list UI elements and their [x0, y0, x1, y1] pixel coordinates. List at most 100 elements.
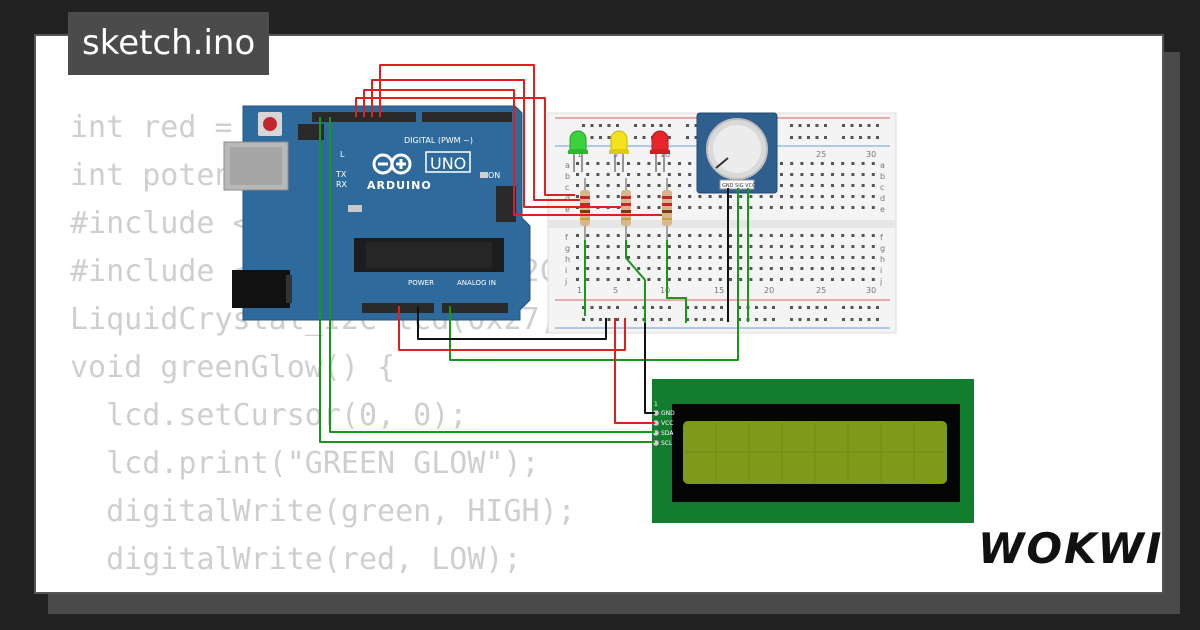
breadboard-hole — [815, 124, 819, 127]
breadboard-hole — [861, 195, 865, 198]
breadboard-hole — [738, 318, 741, 321]
breadboard-hole — [861, 267, 865, 270]
breadboard-hole — [657, 267, 661, 270]
row-letter: g — [565, 244, 570, 253]
breadboard-hole — [668, 124, 671, 127]
lcd-module[interactable]: 1 GND VCC SDA SCL — [652, 379, 974, 523]
breadboard-hole — [820, 195, 824, 198]
breadboard-hole — [678, 245, 681, 248]
lcd-pin1-label: 1 — [654, 401, 658, 408]
breadboard-hole — [780, 234, 783, 237]
breadboard-hole — [841, 278, 845, 281]
breadboard-hole — [790, 245, 794, 248]
breadboard-hole — [616, 318, 619, 321]
breadboard-hole — [861, 162, 865, 165]
breadboard-hole — [780, 245, 783, 248]
wire-red-pin12[interactable] — [371, 79, 621, 208]
breadboard-hole — [678, 256, 681, 259]
reset-button-cap[interactable] — [263, 117, 277, 131]
resistor-3[interactable] — [662, 178, 672, 240]
wire-black-lcd-gnd[interactable] — [644, 323, 655, 414]
wire-red-pin13[interactable] — [379, 64, 580, 201]
breadboard-hole — [798, 318, 802, 321]
breadboard-hole — [859, 124, 862, 127]
breadboard-hole — [769, 267, 773, 270]
breadboard-hole — [606, 173, 610, 176]
breadboard-hole — [810, 162, 814, 165]
breadboard-hole — [678, 234, 681, 237]
breadboard-hole — [596, 245, 600, 248]
wire-red-pin10[interactable] — [355, 97, 575, 196]
wire-green-led2[interactable] — [625, 240, 646, 323]
breadboard-hole — [780, 267, 783, 270]
breadboard-hole — [815, 318, 819, 321]
breadboard-hole — [841, 184, 845, 187]
breadboard-hole — [718, 245, 722, 248]
breadboard-hole — [576, 184, 579, 187]
breadboard-hole — [831, 234, 834, 237]
breadboard-hole — [831, 245, 834, 248]
potentiometer[interactable]: GND SIG VCC — [696, 112, 778, 194]
breadboard-hole — [659, 124, 663, 127]
breadboard-hole — [831, 184, 834, 187]
breadboard-hole — [820, 245, 824, 248]
code-line: digitalWrite(red, LOW); — [70, 542, 522, 577]
breadboard-hole — [739, 256, 743, 259]
breadboard-hole — [820, 267, 824, 270]
wire-green-scl[interactable] — [319, 117, 655, 443]
breadboard-hole — [867, 124, 871, 127]
breadboard-hole — [703, 318, 706, 321]
breadboard-hole — [871, 173, 875, 176]
breadboard-hole — [867, 318, 871, 321]
wire-red-lcd-vcc[interactable] — [614, 318, 655, 424]
breadboard-hole — [780, 184, 783, 187]
breadboard-hole — [790, 136, 793, 139]
arduino-uno-board[interactable]: L TX RX ON DIGITAL (PWM ~) ARDUINO POWER… — [223, 105, 531, 321]
wire-green-sda[interactable] — [329, 117, 655, 433]
breadboard-hole — [790, 234, 794, 237]
breadboard-hole — [831, 173, 834, 176]
breadboard-hole — [688, 184, 692, 187]
wire-red-5v[interactable] — [398, 306, 626, 351]
breadboard-hole — [780, 256, 783, 259]
breadboard-hole — [688, 267, 692, 270]
led-green[interactable] — [568, 130, 588, 172]
led-red[interactable] — [650, 130, 670, 172]
led-yellow[interactable] — [609, 130, 629, 172]
breadboard-hole — [871, 234, 875, 237]
col-number: 20 — [764, 286, 774, 295]
breadboard-hole — [711, 318, 715, 321]
usb-port-inner — [230, 147, 282, 185]
breadboard-hole — [729, 245, 732, 248]
breadboard-hole — [694, 318, 698, 321]
breadboard-hole — [634, 124, 637, 127]
breadboard-hole — [606, 267, 610, 270]
breadboard-hole — [634, 306, 637, 309]
breadboard-hole — [657, 206, 661, 209]
col-number: 30 — [866, 286, 876, 295]
row-letter: f — [565, 233, 568, 242]
breadboard-hole — [861, 206, 865, 209]
breadboard-hole — [841, 256, 845, 259]
breadboard-hole — [616, 256, 620, 259]
breadboard-hole — [800, 173, 804, 176]
breadboard-hole — [824, 306, 827, 309]
breadboard-hole — [686, 124, 689, 127]
breadboard-hole — [678, 162, 681, 165]
pot-pin-labels: GND SIG VCC — [722, 183, 756, 189]
wire-black-gnd[interactable] — [417, 306, 607, 340]
wire-green-pot-sig[interactable] — [449, 188, 739, 361]
breadboard-hole — [596, 234, 600, 237]
power-jack-icon — [232, 270, 290, 308]
resistor-2[interactable] — [621, 178, 631, 240]
breadboard-hole — [859, 136, 862, 139]
lcd-char-grid — [685, 423, 945, 482]
breadboard-hole — [576, 245, 579, 248]
breadboard-hole — [667, 184, 671, 187]
wire-green-led3[interactable] — [666, 240, 687, 323]
breadboard-hole — [616, 234, 620, 237]
icsp-header — [298, 124, 324, 140]
breadboard-hole — [759, 195, 763, 198]
breadboard-hole — [851, 267, 855, 270]
breadboard-hole — [755, 318, 758, 321]
